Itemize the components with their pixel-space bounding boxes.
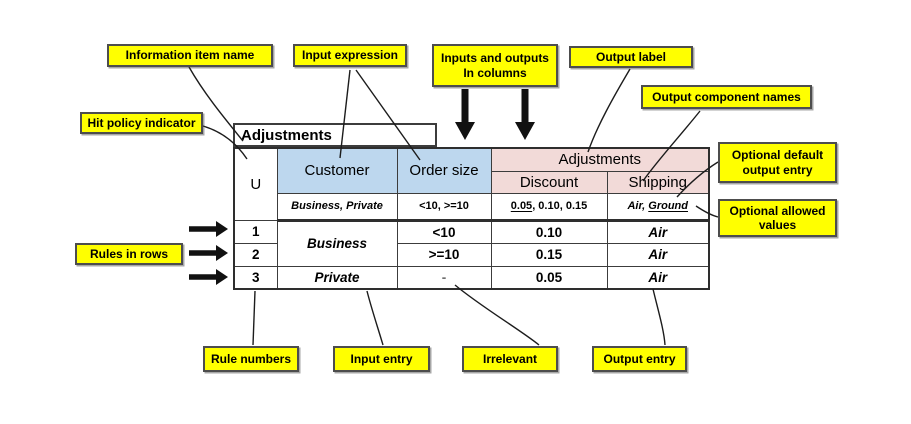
label-input-entry-text: Input entry: [350, 351, 413, 366]
rule-1-discount-entry: 0.10: [490, 219, 608, 244]
rule-3-discount-entry: 0.05: [490, 265, 608, 290]
label-output-entry: Output entry: [592, 346, 687, 372]
label-optional-default-output-entry: Optional default output entry: [718, 142, 837, 183]
allowed-values-discount: 0.05, 0.10, 0.15: [490, 192, 608, 222]
label-rule-numbers-text: Rule numbers: [210, 351, 291, 366]
rule-3-number: 3: [233, 265, 278, 290]
label-input-expression-text: Input expression: [301, 48, 399, 63]
label-output-component-names-text: Output component names: [652, 89, 801, 104]
output-component-discount: Discount: [490, 170, 608, 194]
label-inputs-outputs-line1: Inputs and outputs: [441, 51, 549, 66]
allowed-values-shipping-first: Air,: [627, 200, 649, 212]
label-information-item-name: Information item name: [107, 44, 273, 67]
connector-input-entry: [366, 290, 384, 346]
rule-1-order-size-entry: <10: [396, 219, 492, 244]
right-arrow-icon-rule-3: [189, 269, 228, 285]
output-component-shipping: Shipping: [606, 170, 710, 194]
connector-output-entry: [652, 288, 666, 346]
rule-2-number: 2: [233, 242, 278, 267]
label-output-label-text: Output label: [596, 49, 666, 64]
label-information-item-name-text: Information item name: [125, 48, 255, 63]
decision-table-title-text: Adjustments: [241, 126, 332, 144]
rule-row-1: 1 Business <10 0.10 Air: [233, 219, 710, 267]
connector-irrelevant: [454, 284, 540, 346]
rule-3-customer-entry: Private: [276, 265, 398, 290]
down-arrow-icon-outputs: [515, 89, 535, 140]
label-input-expression: Input expression: [293, 44, 407, 67]
allowed-values-discount-rest: , 0.10, 0.15: [532, 200, 588, 212]
right-arrow-icon-rule-1: [189, 221, 228, 237]
label-inputs-and-outputs-in-columns: Inputs and outputs In columns: [432, 44, 558, 87]
rule-row-3: 3 Private - 0.05 Air: [233, 265, 710, 290]
label-irrelevant-text: Irrelevant: [482, 351, 538, 366]
connector-output-label: [587, 68, 631, 153]
rule-1-number: 1: [233, 219, 278, 244]
down-arrow-icon-inputs: [455, 89, 475, 140]
allowed-values-customer: Business, Private: [276, 192, 398, 222]
decision-table-title: Adjustments: [233, 123, 437, 147]
input-header-customer: Customer: [276, 147, 398, 194]
label-input-entry: Input entry: [333, 346, 430, 372]
label-output-label: Output label: [569, 46, 693, 68]
allowed-values-order-size: <10, >=10: [396, 192, 492, 222]
label-optional-allowed-values: Optional allowed values: [718, 199, 837, 237]
rule-2-discount-entry: 0.15: [490, 242, 608, 267]
label-hit-policy-indicator-text: Hit policy indicator: [87, 115, 196, 130]
label-irrelevant: Irrelevant: [462, 346, 558, 372]
label-output-entry-text: Output entry: [603, 351, 676, 366]
label-hit-policy-indicator: Hit policy indicator: [80, 112, 203, 134]
output-label-cell: Adjustments: [490, 147, 710, 172]
connector-rule-numbers: [252, 290, 256, 346]
label-rules-in-rows-text: Rules in rows: [89, 246, 169, 261]
label-rules-in-rows: Rules in rows: [75, 243, 183, 265]
default-output-shipping: Ground: [648, 200, 688, 212]
default-output-discount: 0.05: [510, 200, 533, 212]
label-inputs-outputs-line2: In columns: [463, 65, 527, 80]
rule-3-shipping-entry: Air: [606, 265, 710, 290]
rule-3-order-size-entry-irrelevant: -: [396, 265, 492, 290]
input-header-order-size: Order size: [396, 147, 492, 194]
hit-policy-cell: U: [233, 147, 278, 221]
decision-table: U Customer Order size Adjustments Discou…: [233, 147, 710, 290]
right-arrow-icon-rule-2: [189, 245, 228, 261]
label-rule-numbers: Rule numbers: [203, 346, 299, 372]
rule-1-2-customer-entry: Business: [276, 219, 398, 267]
label-optional-allowed-line1: Optional allowed: [729, 203, 826, 218]
rule-2-order-size-entry: >=10: [396, 242, 492, 267]
label-optional-allowed-line2: values: [758, 218, 797, 232]
label-optional-default-line1: Optional default: [731, 148, 824, 163]
allowed-values-shipping: Air, Ground: [606, 192, 710, 222]
label-output-component-names: Output component names: [641, 85, 812, 109]
rule-1-shipping-entry: Air: [606, 219, 710, 244]
label-optional-default-line2: output entry: [742, 162, 813, 177]
rule-2-shipping-entry: Air: [606, 242, 710, 267]
